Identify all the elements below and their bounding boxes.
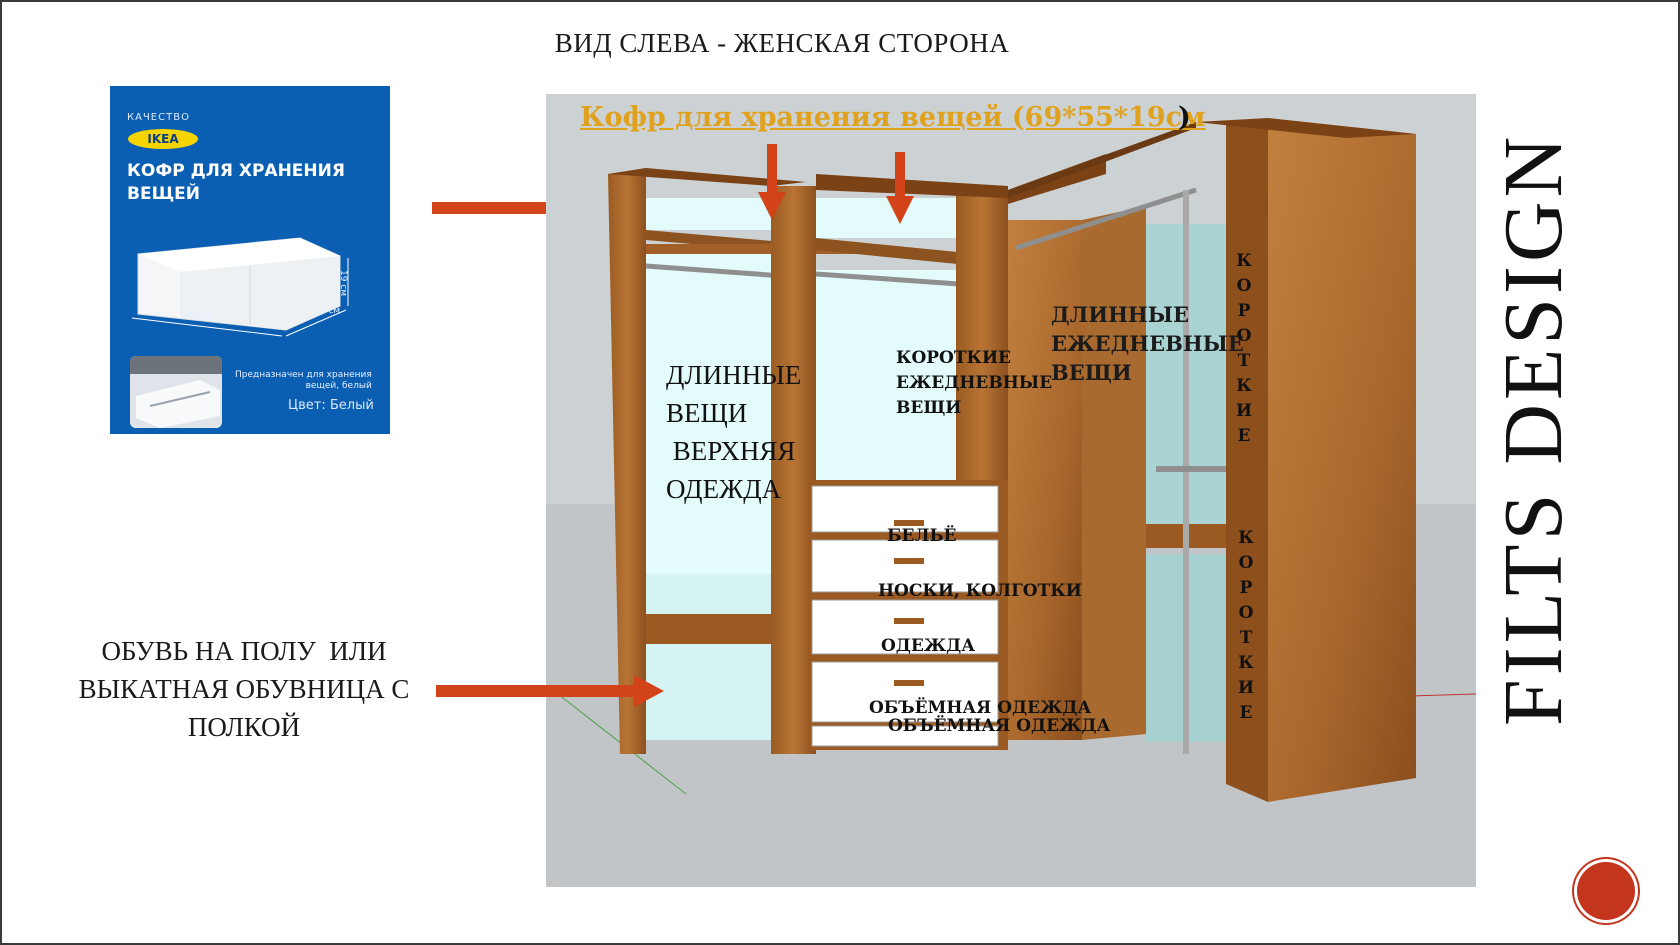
product-card: КАЧЕСТВО IKEA КОФР ДЛЯ ХРАНЕНИЯ ВЕЩЕЙ 69… (110, 86, 390, 434)
card-quality-label: КАЧЕСТВО (127, 112, 190, 123)
storage-box-image: 69 см 55 см 19 см (110, 226, 390, 346)
arrow-down-2 (886, 152, 914, 226)
storage-box-label-paren: ) (1178, 102, 1191, 133)
card-dim-depth: 55 см (314, 306, 340, 316)
storage-box-drawing (110, 226, 390, 346)
drawer-clothes-label: ОДЕЖДА (881, 636, 975, 656)
long-outerwear-label: ДЛИННЫЕ ВЕЩИ ВЕРХНЯЯ ОДЕЖДА (666, 356, 801, 508)
card-color: Цвет: Белый (288, 398, 374, 413)
short-daily-label: КОРОТКИЕ ЕЖЕДНЕВНЫЕ ВЕЩИ (896, 346, 1052, 421)
corner-decoration-dot (1577, 862, 1635, 920)
storage-box-label: Кофр для хранения вещей (69*55*19см (580, 102, 1206, 133)
brand-wordmark: FILTS DESIGN (1492, 133, 1576, 726)
arrow-down-1 (758, 144, 786, 222)
drawer-bulky-label-2: ОБЪЁМНАЯ ОДЕЖДА (888, 716, 1110, 736)
drawer-underwear-label: БЕЛЬЁ (887, 526, 957, 546)
short-vertical-label-top: КОРОТКИЕ (1232, 249, 1256, 449)
ikea-logo: IKEA (128, 129, 198, 149)
card-dim-width: 69 см (184, 310, 210, 320)
card-dim-height: 19 см (338, 270, 348, 296)
card-note: Предназначен для хранения вещей, белый (235, 370, 372, 392)
slide-title: ВИД СЛЕВА - ЖЕНСКАЯ СТОРОНА (2, 28, 1562, 59)
drawer-socks-label: НОСКИ, КОЛГОТКИ (878, 581, 1082, 601)
card-product-name: КОФР ДЛЯ ХРАНЕНИЯ ВЕЩЕЙ (127, 160, 345, 206)
drawer-bulky-label: ОБЪЁМНАЯ ОДЕЖДА (869, 698, 1091, 718)
card-usage-photo (130, 356, 222, 428)
arrow-shoes (436, 673, 666, 709)
short-vertical-label-bottom: КОРОТКИЕ (1234, 526, 1258, 726)
long-daily-label: ДЛИННЫЕ ЕЖЕДНЕВНЫЕ ВЕЩИ (1051, 300, 1244, 387)
wardrobe-render: Кофр для хранения вещей (69*55*19см ) ДЛ… (546, 94, 1476, 887)
shoes-label: ОБУВЬ НА ПОЛУ ИЛИ ВЫКАТНАЯ ОБУВНИЦА С ПО… (54, 632, 434, 746)
usage-photo-drawing (130, 356, 222, 428)
